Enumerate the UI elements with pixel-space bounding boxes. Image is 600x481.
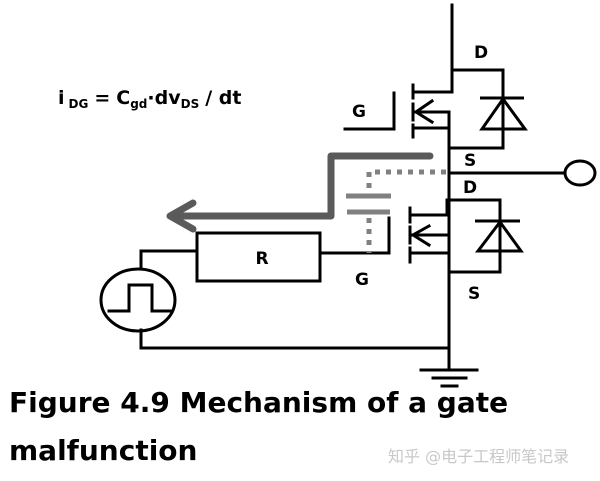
lower-source-label: S — [468, 284, 480, 304]
lower-diode-loop — [447, 198, 502, 274]
upper-diode-triangle — [479, 96, 528, 131]
lower-drain-connection — [408, 198, 449, 217]
gd-capacitance-path-top — [366, 169, 446, 197]
eq-c: C — [116, 87, 130, 109]
eq-dot-dv: ·dv — [147, 87, 181, 109]
resistor-label: R — [255, 249, 268, 269]
pulse-bottom-wire — [139, 328, 451, 350]
figure-caption-line2: malfunction — [9, 434, 198, 467]
lower-diode-triangle — [474, 219, 524, 253]
pulse-source — [99, 267, 177, 333]
lower-gate-lead — [318, 216, 391, 255]
current-path-arrow — [168, 152, 434, 220]
upper-drain-label: D — [474, 43, 488, 63]
svg-text:iDG=Cgd·dvDS/ dt: i DG = Cgd·dvDS / dt — [58, 87, 241, 111]
current-arrowhead — [166, 199, 197, 233]
upper-gate-lead — [343, 91, 396, 131]
lower-gate-label: G — [355, 270, 369, 290]
eq-c-sub: gd — [130, 97, 147, 111]
lower-body-arrow — [410, 223, 432, 248]
eq-equals: = — [94, 87, 110, 109]
eq-i-sub: DG — [69, 97, 89, 111]
pulse-waveform — [107, 283, 174, 313]
watermark: 知乎 @电子工程师笔记录 — [388, 447, 570, 466]
equation: i DG = Cgd·dvDS / dt — [58, 87, 241, 111]
pulse-top-wire — [139, 249, 199, 271]
eq-i: i — [58, 87, 65, 109]
output-terminal[interactable] — [563, 159, 597, 187]
upper-source-label: S — [464, 151, 476, 171]
lower-drain-label: D — [463, 178, 477, 198]
upper-drain-connection — [411, 68, 454, 94]
resistor-body — [195, 231, 322, 283]
upper-diode-loop — [447, 68, 505, 150]
figure-caption-line1: Figure 4.9 Mechanism of a gate — [9, 386, 509, 419]
eq-dv-sub: DS — [181, 97, 200, 111]
upper-gate-label: G — [352, 102, 366, 122]
upper-body-arrow — [413, 98, 435, 125]
eq-tail: / dt — [205, 87, 241, 109]
